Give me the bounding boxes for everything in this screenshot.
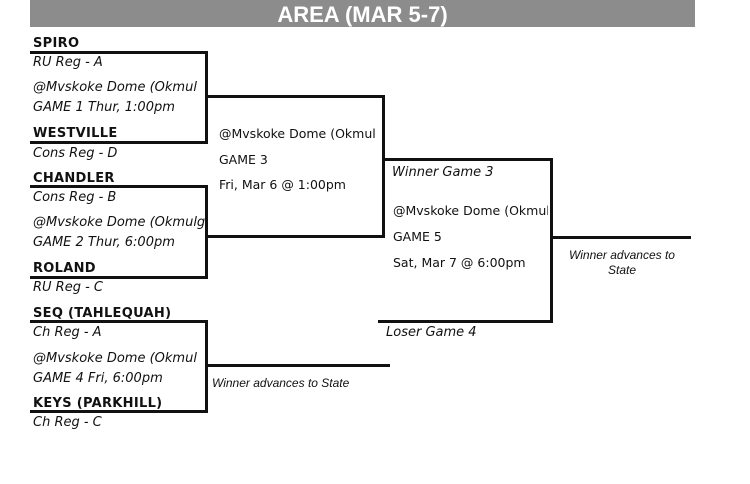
slot-label: Winner Game 3: [392, 165, 494, 180]
game-label: GAME 3: [219, 152, 268, 167]
page-title: AREA (MAR 5-7): [30, 0, 695, 27]
slot-label: Loser Game 4: [386, 325, 477, 340]
game-location: @Mvskoke Dome (Okmul: [219, 126, 376, 141]
seed-label: RU Reg - C: [33, 280, 103, 295]
seed-label: Ch Reg - C: [33, 415, 102, 430]
game-outcome: State: [607, 263, 637, 277]
game-info: GAME 1 Thur, 1:00pm: [33, 100, 175, 115]
team-roland: ROLAND: [33, 261, 96, 276]
game-outcome: Winner advances to: [569, 248, 675, 262]
bracket-line: [382, 158, 553, 161]
bracket-line: [30, 185, 208, 188]
bracket-connector: [205, 185, 208, 279]
game-label: GAME 5: [393, 229, 442, 244]
seed-label: Cons Reg - D: [33, 146, 118, 161]
team-seq-tahlequah: SEQ (TAHLEQUAH): [33, 306, 172, 321]
game-location: @Mvskoke Dome (Okmul: [393, 203, 548, 218]
bracket-line: [205, 364, 390, 367]
game-info: GAME 4 Fri, 6:00pm: [33, 371, 163, 386]
team-keys-parkhill: KEYS (PARKHILL): [33, 396, 163, 411]
seed-label: Cons Reg - B: [33, 190, 117, 205]
game-location: @Mvskoke Dome (Okmul: [33, 80, 197, 95]
bracket-line: [30, 410, 208, 413]
bracket-line: [205, 235, 385, 238]
bracket-line: [205, 95, 385, 98]
team-westville: WESTVILLE: [33, 126, 118, 141]
bracket-line: [30, 141, 208, 144]
seed-label: Ch Reg - A: [33, 325, 102, 340]
bracket-line: [550, 236, 691, 239]
bracket-line: [30, 276, 208, 279]
team-spiro: SPIRO: [33, 36, 80, 51]
bracket-line: [30, 51, 208, 54]
bracket-line: [378, 320, 553, 323]
game-location: @Mvskoke Dome (Okmul: [33, 351, 197, 366]
game-info: GAME 2 Thur, 6:00pm: [33, 235, 175, 250]
team-chandler: CHANDLER: [33, 171, 115, 186]
bracket-connector: [550, 158, 553, 323]
game-time: Sat, Mar 7 @ 6:00pm: [393, 255, 526, 270]
game-outcome: Winner advances to State: [212, 376, 350, 390]
game-time: Fri, Mar 6 @ 1:00pm: [219, 177, 346, 192]
bracket-connector: [382, 95, 385, 238]
bracket-line: [30, 320, 208, 323]
game-location: @Mvskoke Dome (Okmulg: [33, 215, 205, 230]
seed-label: RU Reg - A: [33, 55, 103, 70]
